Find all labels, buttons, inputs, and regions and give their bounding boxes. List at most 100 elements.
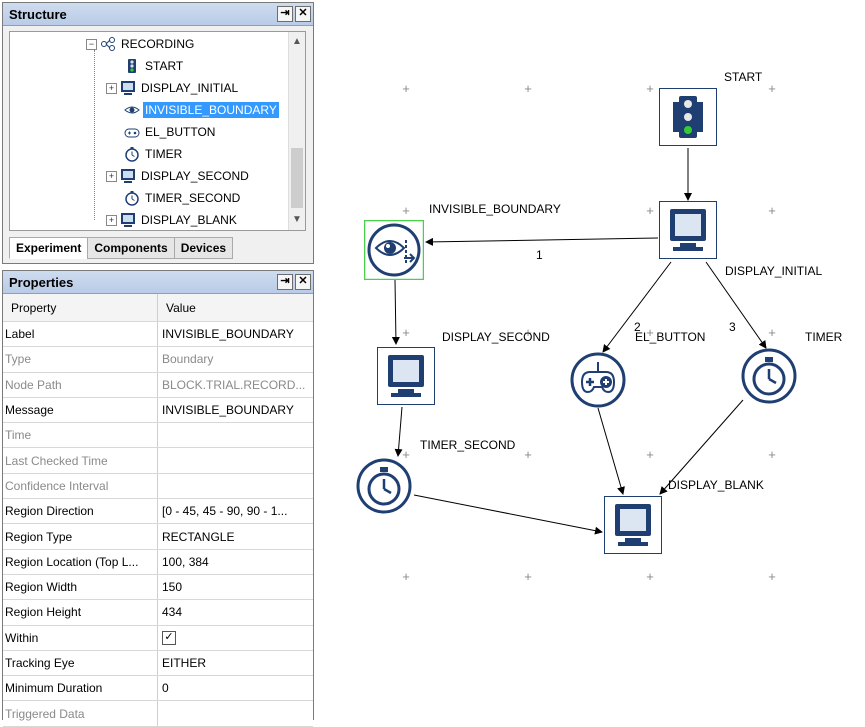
property-row[interactable]: Last Checked Time	[3, 448, 313, 474]
property-value[interactable]: 150	[162, 580, 183, 595]
property-value[interactable]: 434	[162, 605, 183, 620]
expand-icon[interactable]: +	[106, 170, 117, 182]
tree-item-timer[interactable]: TIMER	[124, 144, 184, 164]
expand-icon[interactable]: +	[106, 82, 117, 94]
structure-close-button[interactable]: ✕	[295, 6, 311, 22]
structure-tabs: Experiment Components Devices	[9, 237, 234, 259]
tree-scrollbar[interactable]: ▲ ▼	[288, 32, 305, 230]
node-display-blank[interactable]	[604, 496, 662, 554]
property-value	[158, 448, 313, 472]
property-row[interactable]: Confidence Interval	[3, 473, 313, 500]
tree-item-label: DISPLAY_BLANK	[141, 213, 237, 227]
property-value[interactable]: ✓	[158, 626, 313, 650]
properties-close-button[interactable]: ✕	[295, 274, 311, 290]
property-value: Boundary	[162, 352, 214, 367]
edge-display-initial-el-button	[602, 261, 672, 353]
grid-mark: +	[402, 325, 410, 340]
tree-item-display-initial[interactable]: + DISPLAY_INITIAL	[106, 78, 240, 98]
properties-title: Properties	[9, 274, 74, 290]
collapse-icon[interactable]: −	[86, 38, 97, 50]
property-value[interactable]: INVISIBLE_BOUNDARY	[162, 327, 294, 342]
node-timer-second[interactable]	[356, 458, 412, 514]
structure-panel: Structure ⇥ ✕ − RECORDING START + DISPLA…	[2, 2, 314, 264]
property-key: Last Checked Time	[3, 448, 158, 473]
gamepad-icon	[124, 128, 140, 138]
scroll-up-icon[interactable]: ▲	[292, 36, 302, 47]
node-label-display-initial: DISPLAY_INITIAL	[725, 264, 823, 278]
property-row[interactable]: Triggered Data	[3, 701, 313, 727]
property-value[interactable]: 100, 384	[162, 554, 209, 569]
grid-mark: +	[768, 81, 776, 96]
property-value[interactable]: RECTANGLE	[162, 529, 235, 544]
node-timer[interactable]	[741, 348, 797, 404]
node-display-second[interactable]	[377, 347, 435, 405]
column-header-value[interactable]: Value	[166, 300, 196, 315]
grid-mark: +	[646, 203, 654, 218]
property-row[interactable]: Message INVISIBLE_BOUNDARY	[3, 397, 313, 424]
grid-mark: +	[402, 81, 410, 96]
tree-item-label: RECORDING	[121, 37, 195, 51]
tree-item-el-button[interactable]: EL_BUTTON	[124, 122, 217, 142]
property-value[interactable]: EITHER	[162, 656, 207, 670]
scroll-thumb[interactable]	[291, 148, 303, 208]
property-row[interactable]: Time	[3, 423, 313, 449]
traffic-light-icon	[128, 59, 136, 73]
tree-item-timer-second[interactable]: TIMER_SECOND	[124, 188, 242, 208]
tree-item-label: DISPLAY_SECOND	[141, 169, 249, 183]
property-key: Message	[3, 397, 158, 423]
flow-canvas[interactable]: + + + + + + + + + + + + + + + + + + + ST…	[318, 0, 865, 720]
property-key: Minimum Duration	[3, 676, 158, 701]
expand-icon[interactable]: +	[106, 214, 117, 226]
properties-pin-button[interactable]: ⇥	[277, 274, 293, 290]
grid-mark: +	[768, 325, 776, 340]
tree-item-display-second[interactable]: + DISPLAY_SECOND	[106, 166, 251, 186]
property-value[interactable]: INVISIBLE_BOUNDARY	[162, 403, 294, 418]
tree-item-display-blank[interactable]: + DISPLAY_BLANK	[106, 210, 239, 230]
node-start[interactable]	[659, 88, 717, 146]
edge-display-initial-invisible-boundary	[425, 237, 659, 246]
property-row[interactable]: Minimum Duration 0	[3, 676, 313, 702]
node-invisible-boundary[interactable]	[364, 220, 424, 280]
flow-edges	[391, 148, 767, 535]
scroll-down-icon[interactable]: ▼	[292, 214, 302, 225]
property-row[interactable]: Label INVISIBLE_BOUNDARY	[3, 322, 313, 348]
tree-item-invisible-boundary[interactable]: INVISIBLE_BOUNDARY	[124, 100, 279, 120]
gamepad-icon	[570, 352, 626, 408]
monitor-icon	[121, 169, 135, 183]
property-value[interactable]: [0 - 45, 45 - 90, 90 - 1...	[162, 504, 288, 519]
structure-tree: − RECORDING START + DISPLAY_INITIAL INVI…	[9, 31, 306, 231]
tab-experiment[interactable]: Experiment	[9, 237, 89, 259]
node-label-display-second: DISPLAY_SECOND	[442, 330, 550, 344]
node-display-initial[interactable]	[659, 201, 717, 259]
within-checkbox[interactable]: ✓	[162, 630, 176, 645]
node-label-display-blank: DISPLAY_BLANK	[668, 478, 764, 492]
tab-components[interactable]: Components	[87, 237, 175, 259]
property-row[interactable]: Region Direction [0 - 45, 45 - 90, 90 - 1…	[3, 499, 313, 525]
property-key: Label	[3, 322, 158, 347]
property-value[interactable]: 0	[162, 681, 169, 696]
property-key: Region Direction	[3, 499, 158, 524]
edge-display-initial-timer	[705, 261, 767, 349]
eye-icon	[124, 106, 140, 114]
column-header-property[interactable]: Property	[3, 294, 158, 321]
traffic-light-icon	[673, 96, 703, 138]
property-row[interactable]: Region Location (Top L...100, 384	[3, 549, 313, 575]
tree-item-recording[interactable]: − RECORDING	[86, 34, 196, 54]
tab-devices[interactable]: Devices	[173, 237, 234, 259]
edge-label-2: 2	[634, 320, 641, 334]
tree-item-label: TIMER	[145, 147, 183, 161]
node-el-button[interactable]	[570, 352, 626, 408]
stopwatch-icon	[741, 348, 797, 404]
stopwatch-icon	[125, 191, 139, 206]
tree-item-start[interactable]: START	[124, 56, 185, 76]
structure-pin-button[interactable]: ⇥	[277, 6, 293, 22]
property-key: Triggered Data	[3, 701, 158, 726]
property-row[interactable]: Within✓	[3, 625, 313, 651]
edge-label-3: 3	[729, 320, 736, 334]
